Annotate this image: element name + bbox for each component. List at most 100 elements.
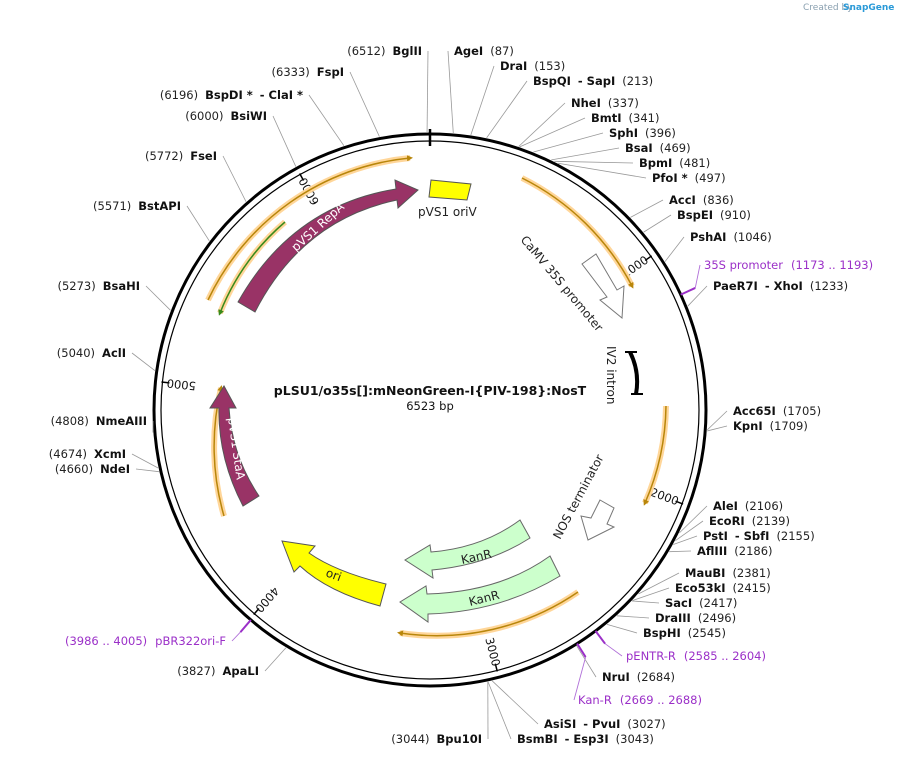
enzyme-pre: (5040) xyxy=(57,346,95,360)
enzyme-leader-draiii xyxy=(616,615,650,619)
tick-mark xyxy=(494,663,499,672)
primer-label-kan-r[interactable]: Kan-R(2669 .. 2688) xyxy=(578,693,702,707)
feature-label: KanR xyxy=(460,547,493,567)
enzyme-post: (469) xyxy=(660,141,691,155)
enzyme-label-bstapi[interactable]: (5571)BstAPI xyxy=(93,199,181,213)
enzyme-label-ecori[interactable]: EcoRI(2139) xyxy=(709,514,790,528)
primer-mark-pbr322ori-f xyxy=(239,619,252,633)
enzyme-label-kpni[interactable]: KpnI(1709) xyxy=(733,419,808,433)
enzyme-leader-asisi xyxy=(491,680,539,725)
enzyme-label-acc65i[interactable]: Acc65I(1705) xyxy=(733,404,821,418)
enzyme-label-drai[interactable]: DraI(153) xyxy=(500,59,565,73)
enzyme-name: BspQI xyxy=(533,74,571,88)
feature-iv2-intron[interactable]: IV2 intron xyxy=(604,346,643,404)
enzyme-label-afliii[interactable]: AflIII(2186) xyxy=(697,544,773,558)
enzyme-leader-lines xyxy=(131,50,728,740)
primer-marks: 35S promoter(1173 .. 1193) pENTR-R(2585 .… xyxy=(65,258,873,707)
enzyme-post: (2496) xyxy=(698,611,736,625)
enzyme-label-saci[interactable]: SacI(2417) xyxy=(665,596,737,610)
feature-kanr-1[interactable]: KanR xyxy=(404,519,531,579)
enzyme-post: (87) xyxy=(490,44,514,58)
enzyme-label-acci[interactable]: AccI(836) xyxy=(669,193,734,207)
enzyme-name: AsiSI xyxy=(544,717,576,731)
enzyme-label-ndei[interactable]: (4660)NdeI xyxy=(55,462,130,476)
feature-pvs1-repa[interactable]: pVS1 RepA xyxy=(237,179,419,313)
enzyme-leader-sphi xyxy=(533,132,604,153)
primer-range: (1173 .. 1193) xyxy=(791,258,873,272)
enzyme-label-bspdi[interactable]: (6196)BspDI *- ClaI * xyxy=(160,88,303,102)
enzyme-label-bmti[interactable]: BmtI(341) xyxy=(591,111,659,125)
primer-label-pentr-r[interactable]: pENTR-R(2585 .. 2604) xyxy=(626,649,766,663)
enzyme-leader-bsai xyxy=(551,147,620,161)
enzyme-leader-alei xyxy=(679,505,708,534)
enzyme-label-bspqi[interactable]: BspQI- SapI(213) xyxy=(533,74,653,88)
enzyme-name: FseI xyxy=(190,149,217,163)
enzyme-leader-bsahi xyxy=(145,285,171,311)
enzyme-post: (153) xyxy=(534,59,565,73)
enzyme-leader-acc65i xyxy=(707,410,728,431)
enzyme-label-asisi[interactable]: AsiSI- PvuI(3027) xyxy=(544,717,666,731)
enzyme-label-agei[interactable]: AgeI(87) xyxy=(454,44,514,58)
enzyme-label-acli[interactable]: (5040)AclI xyxy=(57,346,126,360)
enzyme-label-paer7i[interactable]: PaeR7I- XhoI(1233) xyxy=(713,279,848,293)
enzyme-label-pfoi[interactable]: PfoI *(497) xyxy=(652,171,726,185)
enzyme-label-bsai[interactable]: BsaI(469) xyxy=(625,141,691,155)
enzyme-post: (2155) xyxy=(776,529,814,543)
enzyme-label-bglii[interactable]: (6512)BglII xyxy=(347,44,422,58)
enzyme-label-bsmbi[interactable]: BsmBI- Esp3I(3043) xyxy=(517,732,654,746)
tick-mark xyxy=(675,500,684,505)
enzyme-label-xcmi[interactable]: (4674)XcmI xyxy=(49,447,126,461)
enzyme-label-nmeaiii[interactable]: (4808)NmeAIII xyxy=(51,414,147,428)
svg-text:Created by: Created by xyxy=(803,3,853,13)
feature-pvs1-oriv[interactable]: pVS1 oriV xyxy=(418,179,478,219)
enzyme-label-bpmi[interactable]: BpmI(481) xyxy=(639,156,710,170)
enzyme-label-eco53ki[interactable]: Eco53kI(2415) xyxy=(675,581,771,595)
enzyme-name: ApaLI xyxy=(223,664,260,678)
enzyme-leader-ecori xyxy=(675,520,704,542)
enzyme-pre: (3044) xyxy=(391,732,429,746)
enzyme-label-bsphi[interactable]: BspHI(2545) xyxy=(643,626,726,640)
enzyme-label-fspi[interactable]: (6333)FspI xyxy=(272,65,344,79)
enzyme-name: KpnI xyxy=(733,419,763,433)
enzyme-label-bpu10i[interactable]: (3044)Bpu10I xyxy=(391,732,482,746)
enzyme-leader-bspqi xyxy=(486,80,528,139)
feature-nos-terminator[interactable]: NOS terminator xyxy=(550,452,616,541)
enzyme-label-alei[interactable]: AleI(2106) xyxy=(713,499,783,513)
enzyme-leader-acli xyxy=(131,352,156,371)
enzyme-label-draiii[interactable]: DraIII(2496) xyxy=(655,611,736,625)
primer-label-pbr322ori-f[interactable]: (3986 .. 4005)pBR322ori-F xyxy=(65,634,226,648)
enzyme-leader-fspi xyxy=(349,71,380,137)
enzyme-leader-bstapi xyxy=(186,205,210,242)
enzyme-label-maubi[interactable]: MauBI(2381) xyxy=(685,566,771,580)
feature-ori[interactable]: ori xyxy=(281,540,387,607)
enzyme-label-bsahi[interactable]: (5273)BsaHI xyxy=(57,279,140,293)
feature-pvs1-stata[interactable]: pVS1 StaA xyxy=(209,385,260,507)
enzyme-leader-psti xyxy=(673,535,698,545)
enzyme-label-bspei[interactable]: BspEI(910) xyxy=(677,208,751,222)
enzyme-leader-ndei xyxy=(135,468,159,473)
enzyme-label-psti[interactable]: PstI- SbfI(2155) xyxy=(703,529,815,543)
enzyme-post: (337) xyxy=(608,96,639,110)
primer-label-35s-promoter[interactable]: 35S promoter(1173 .. 1193) xyxy=(704,258,873,272)
enzyme-label-bsiwi[interactable]: (6000)BsiWI xyxy=(185,109,267,123)
primer-leader-kan-r xyxy=(573,656,587,701)
enzyme-label-nrui[interactable]: NruI(2684) xyxy=(602,670,675,684)
enzyme-pre: (4808) xyxy=(51,414,89,428)
enzyme-label-fsei[interactable]: (5772)FseI xyxy=(145,149,217,163)
enzyme-leader-drai xyxy=(470,65,495,136)
enzyme-name: Eco53kI xyxy=(675,581,726,595)
enzyme-label-nhei[interactable]: NheI(337) xyxy=(571,96,639,110)
feature-kanr-2[interactable]: KanR xyxy=(399,555,561,623)
enzyme-label-pshai[interactable]: PshAI(1046) xyxy=(690,230,772,244)
enzyme-labels[interactable]: (6512)BglII AgeI(87)DraI(153)BspQI- SapI(… xyxy=(49,44,848,746)
enzyme-label-apali[interactable]: (3827)ApaLI xyxy=(177,664,259,678)
enzyme-name: AleI xyxy=(713,499,738,513)
enzyme-extra: - ClaI * xyxy=(260,88,303,102)
enzyme-name: EcoRI xyxy=(709,514,745,528)
enzyme-name: BspDI * xyxy=(205,88,253,102)
tick-mark xyxy=(161,381,170,384)
enzyme-label-sphi[interactable]: SphI(396) xyxy=(609,126,676,140)
enzyme-leader-apali xyxy=(264,647,287,672)
enzyme-pre: (5273) xyxy=(57,279,95,293)
enzyme-leader-nrui xyxy=(576,645,597,678)
